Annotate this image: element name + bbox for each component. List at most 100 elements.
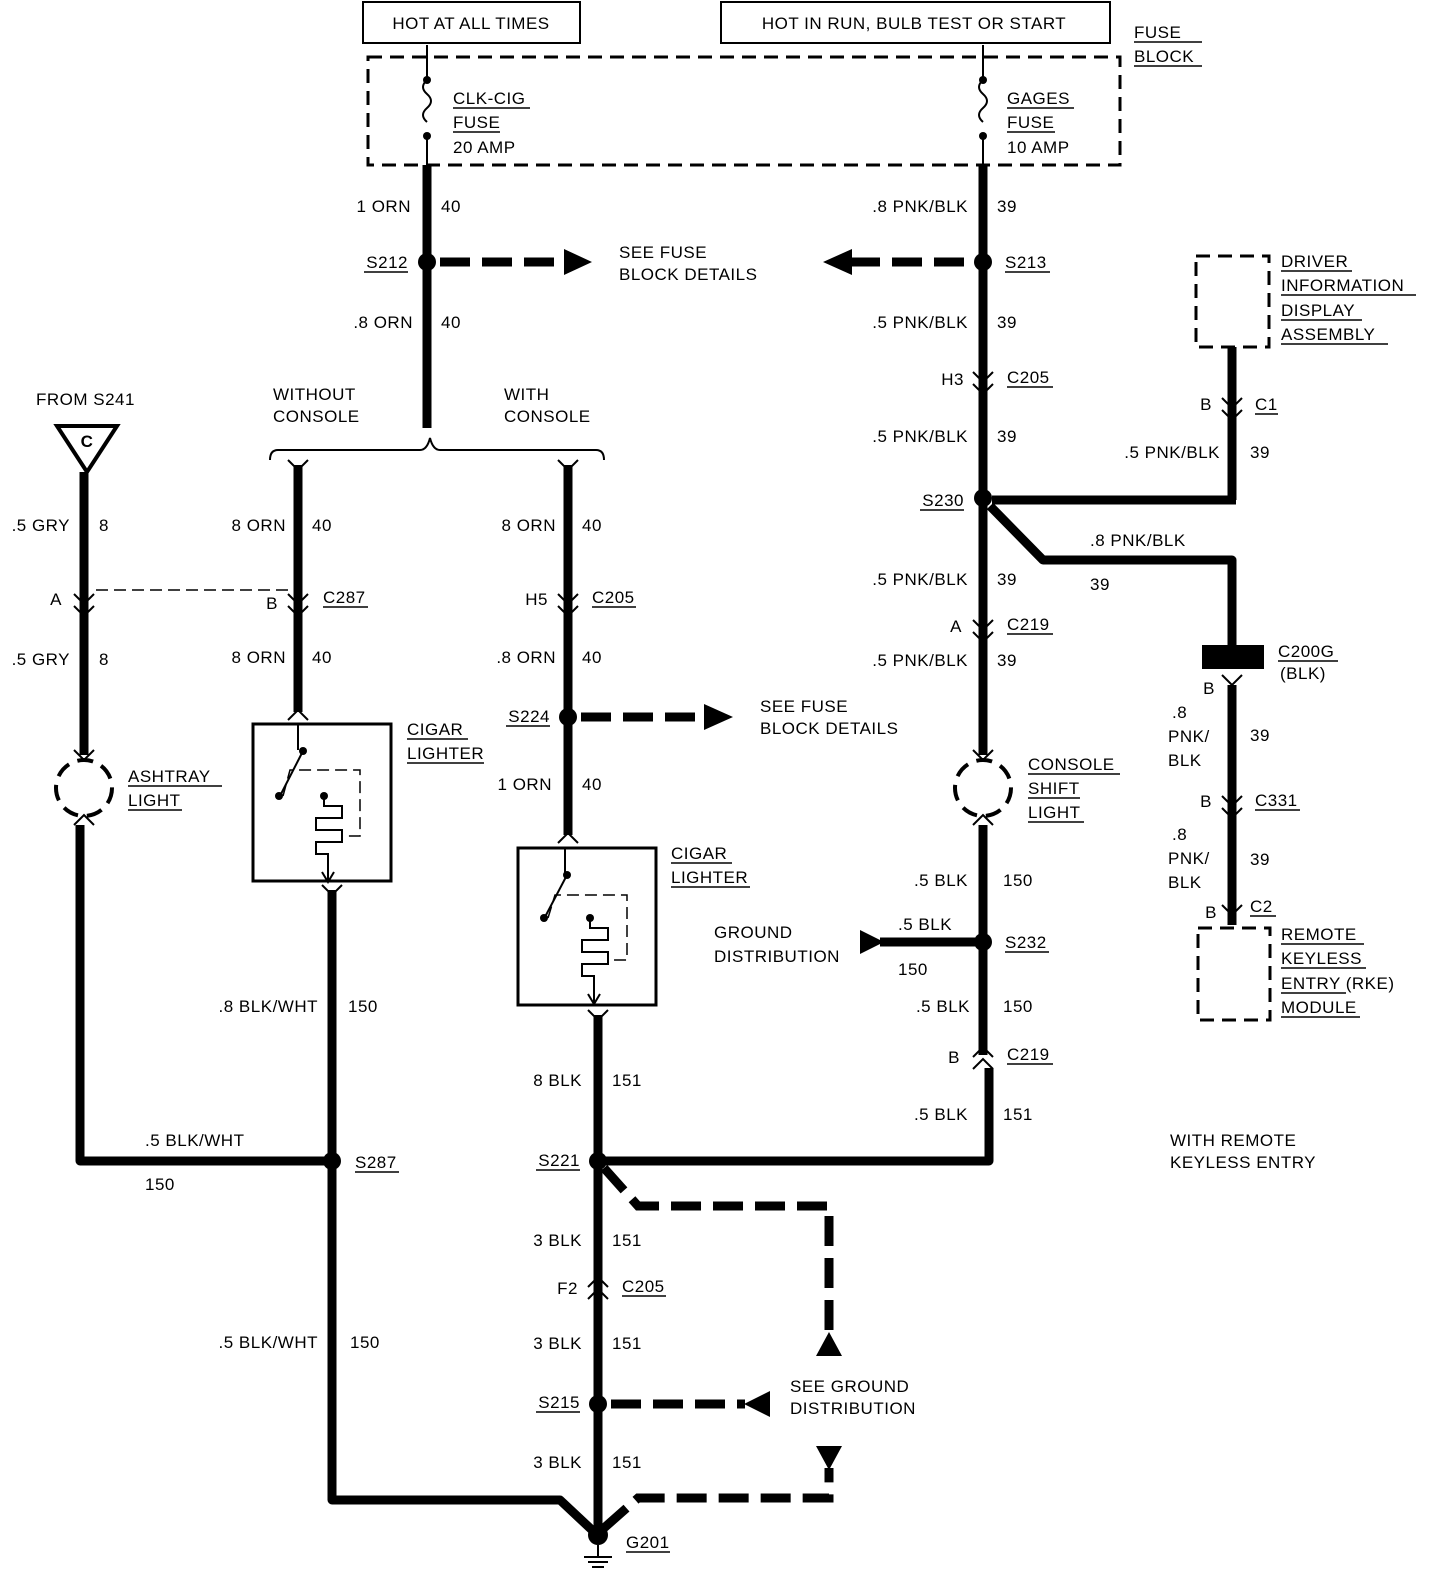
circuit-number: 151 xyxy=(1003,1105,1033,1124)
ground-distribution-label-2: DISTRIBUTION xyxy=(714,947,840,966)
circuit-number: 150 xyxy=(1003,997,1033,1016)
connector-name: C219 xyxy=(1007,615,1050,634)
circuit-number: 39 xyxy=(1250,443,1270,462)
console-option-bracket xyxy=(269,437,605,461)
wire-s230-to-rke xyxy=(986,502,1237,645)
wire-blk-wht-150-ashtray xyxy=(75,825,335,1166)
wire-label: .5 PNK/BLK xyxy=(872,313,968,332)
connector-name: C331 xyxy=(1255,791,1298,810)
wire-label: .8 PNK/BLK xyxy=(1090,531,1186,550)
driver-info-label-4: ASSEMBLY xyxy=(1281,325,1375,344)
cigar-lighter-2-label-2: LIGHTER xyxy=(671,868,748,887)
splice-s287 xyxy=(323,1152,341,1170)
connector-c205-h5 xyxy=(557,593,579,618)
wire-label: .5 PNK/BLK xyxy=(872,427,968,446)
circuit-number: 8 xyxy=(99,650,109,669)
wire-label: .8 BLK/WHT xyxy=(219,997,318,1016)
wire-label: .8 ORN xyxy=(496,648,556,667)
connector-pin: F2 xyxy=(557,1279,578,1298)
wire-label: 3 BLK xyxy=(533,1334,582,1353)
see-fuse-block-label-1a: SEE FUSE xyxy=(619,243,707,262)
circuit-number: 150 xyxy=(898,960,928,979)
circuit-number: 39 xyxy=(997,197,1017,216)
connector-pin: A xyxy=(50,590,62,609)
cigar-lighter-1-label-2: LIGHTER xyxy=(407,744,484,763)
splice-s230-label: S230 xyxy=(922,491,964,510)
gages-fuse-symbol xyxy=(978,45,988,165)
splice-s287-label: S287 xyxy=(355,1153,397,1172)
s213-arrow-head xyxy=(823,249,852,275)
wire-label: 3 BLK xyxy=(533,1231,582,1250)
driver-info-label-1: DRIVER xyxy=(1281,252,1348,271)
wire-label: .5 BLK/WHT xyxy=(145,1131,244,1150)
option-note-1: WITH REMOTE xyxy=(1170,1131,1296,1150)
wire-to-g201-left xyxy=(327,1495,596,1534)
connector-name: C1 xyxy=(1255,395,1278,414)
connector-c1 xyxy=(1221,397,1243,422)
connector-name: C205 xyxy=(592,588,635,607)
splice-s221 xyxy=(589,1152,607,1170)
cigar-lighter-2-label-1: CIGAR xyxy=(671,844,727,863)
clk-cig-fuse-symbol xyxy=(422,45,432,165)
wire-label-3: BLK xyxy=(1168,873,1202,892)
connector-pin: B xyxy=(1205,903,1217,922)
connector-name: C200G xyxy=(1278,642,1334,661)
splice-s230 xyxy=(974,489,992,507)
wire-label: .5 PNK/BLK xyxy=(1124,443,1220,462)
wire-label: .5 PNK/BLK xyxy=(872,570,968,589)
clk-cig-fuse-name: CLK-CIG xyxy=(453,89,525,108)
connector-pin: B xyxy=(1200,395,1212,414)
wire-label: .5 BLK xyxy=(914,871,968,890)
wire-label: 1 ORN xyxy=(498,775,552,794)
connector-pin: H5 xyxy=(525,590,548,609)
wire-label: .5 BLK xyxy=(898,915,952,934)
circuit-number: 40 xyxy=(582,516,602,535)
circuit-number: 151 xyxy=(612,1453,642,1472)
splice-s215-label: S215 xyxy=(538,1393,580,1412)
connector-name: C205 xyxy=(622,1277,665,1296)
ground-g201-label: G201 xyxy=(626,1533,670,1552)
wire-label: .8 ORN xyxy=(353,313,413,332)
circuit-number: 151 xyxy=(612,1071,642,1090)
splice-s215 xyxy=(589,1395,607,1413)
wire-label: .5 BLK/WHT xyxy=(219,1333,318,1352)
wire-label-3: BLK xyxy=(1168,751,1202,770)
connector-c331 xyxy=(1221,795,1243,820)
with-console-label-1: WITH xyxy=(504,385,549,404)
without-console-label-1: WITHOUT xyxy=(273,385,356,404)
hot-at-all-times-label: HOT AT ALL TIMES xyxy=(392,14,549,33)
circuit-number: 39 xyxy=(997,313,1017,332)
wire-label: .8 PNK/BLK xyxy=(872,197,968,216)
cigar-lighter-1-label-1: CIGAR xyxy=(407,720,463,739)
splice-s213-label: S213 xyxy=(1005,253,1047,272)
circuit-number: 150 xyxy=(348,997,378,1016)
circuit-number: 8 xyxy=(99,516,109,535)
connector-c200g xyxy=(1202,645,1264,669)
wire-label: 8 BLK xyxy=(533,1071,582,1090)
clk-cig-fuse-rating: 20 AMP xyxy=(453,138,516,157)
s215-arrow-head xyxy=(744,1391,770,1417)
dashed-ground-branch-top xyxy=(600,1164,834,1335)
gages-fuse-rating: 10 AMP xyxy=(1007,138,1070,157)
fuse-block-outline xyxy=(366,55,1122,167)
console-shift-light-label-2: SHIFT xyxy=(1028,779,1080,798)
circuit-number: 150 xyxy=(1003,871,1033,890)
wire-label: 8 ORN xyxy=(232,648,286,667)
ground-distribution-arrow xyxy=(860,930,884,954)
connector-pin: H3 xyxy=(941,370,964,389)
from-s241-label: FROM S241 xyxy=(36,390,135,409)
console-shift-light-bulb xyxy=(953,758,1013,818)
s212-arrow-head xyxy=(564,249,592,275)
wire-label: 8 ORN xyxy=(232,516,286,535)
connector-name: C205 xyxy=(1007,368,1050,387)
circuit-number: 39 xyxy=(1250,850,1270,869)
connector-c-triangle xyxy=(53,424,121,476)
connector-pin: B xyxy=(948,1048,960,1067)
wire-label: .5 GRY xyxy=(12,650,70,669)
connector-pin: A xyxy=(950,617,962,636)
driver-info-label-3: DISPLAY xyxy=(1281,301,1355,320)
ashtray-light-label-1: ASHTRAY xyxy=(128,767,211,786)
connector-name: C2 xyxy=(1250,897,1273,916)
wire-blk-151-return xyxy=(598,1068,994,1166)
